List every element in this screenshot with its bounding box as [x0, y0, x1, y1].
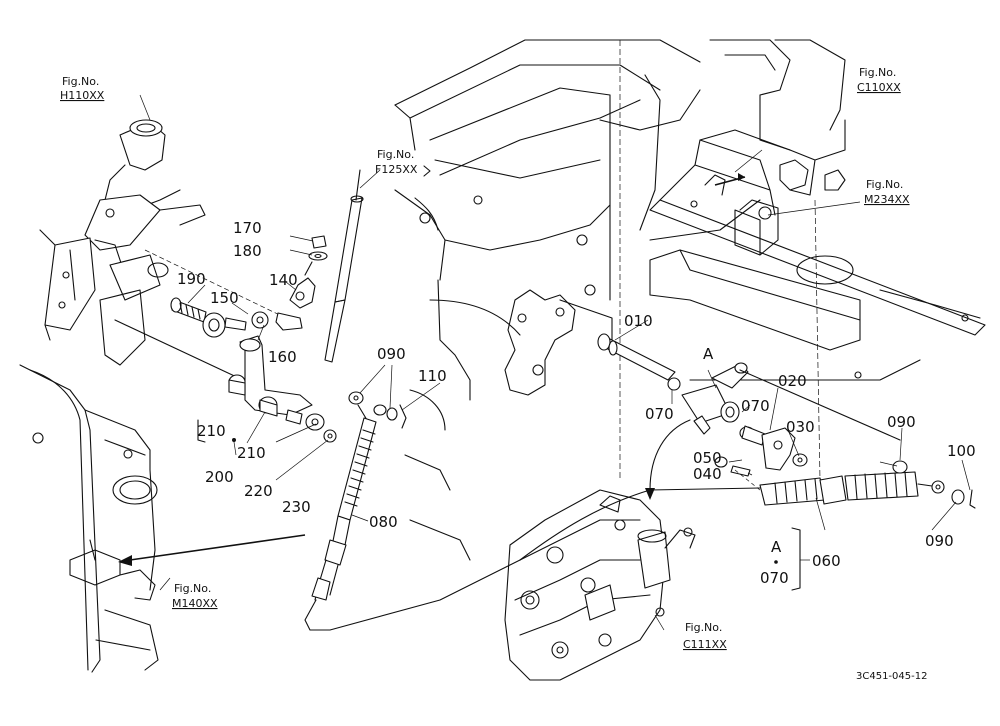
part-number-200: 200 — [205, 468, 234, 486]
part-number-070: 070 — [741, 397, 770, 415]
part-number-090: 090 — [887, 413, 916, 431]
part-number-030: 030 — [786, 418, 815, 436]
fig-ref-caption-f125xx: Fig.No. — [377, 148, 414, 161]
part-number-020: 020 — [778, 372, 807, 390]
part-number-080: 080 — [369, 513, 398, 531]
part-number-150: 150 — [210, 289, 239, 307]
fig-ref-f125xx-arrow — [423, 165, 431, 177]
leader-lines — [139, 94, 971, 631]
part-number-050: 050 — [693, 449, 722, 467]
left-frame — [19, 364, 306, 673]
fig-ref-h110xx[interactable]: H110XX — [60, 89, 105, 102]
legend-marker-a: A — [771, 538, 782, 556]
steering-lever — [39, 119, 291, 396]
part-number-100: 100 — [947, 442, 976, 460]
transmission-housing — [394, 39, 821, 561]
part-number-230: 230 — [282, 498, 311, 516]
fig-ref-caption-m234xx: Fig.No. — [866, 178, 903, 191]
part-number-140: 140 — [269, 271, 298, 289]
lever-assembly — [197, 335, 337, 443]
part-number-070: 070 — [645, 405, 674, 423]
part-number-180: 180 — [233, 242, 262, 260]
fig-ref-c110xx[interactable]: C110XX — [857, 81, 901, 94]
control-cable-right — [759, 460, 976, 509]
part-number-060: 060 — [812, 552, 841, 570]
mounting-bracket — [649, 39, 986, 381]
part-number-210: 210 — [197, 422, 226, 440]
control-cable-left — [304, 391, 761, 631]
legend-part-070: 070 — [760, 569, 789, 587]
part-number-160: 160 — [268, 348, 297, 366]
fig-ref-c111xx[interactable]: C111XX — [683, 638, 727, 651]
part-number-170: 170 — [233, 219, 262, 237]
fig-ref-caption-m140xx: Fig.No. — [174, 582, 211, 595]
part-number-090: 090 — [377, 345, 406, 363]
drawing-code: 3C451-045-12 — [856, 671, 927, 682]
shift-rod — [324, 169, 364, 363]
legend-dot — [774, 560, 778, 564]
hardware-set-upper — [170, 235, 328, 338]
shift-shaft — [504, 289, 901, 500]
fig-ref-m234xx[interactable]: M234XX — [864, 193, 910, 206]
fig-ref-caption-h110xx: Fig.No. — [62, 75, 99, 88]
part-number-040: 040 — [693, 465, 722, 483]
fig-ref-m140xx[interactable]: M140XX — [172, 597, 218, 610]
part-callouts: 010 020 030 040 050 060 070 070 080 090 … — [177, 219, 976, 587]
fig-ref-f125xx[interactable]: F125XX — [375, 163, 418, 176]
part-number-190: 190 — [177, 270, 206, 288]
view-marker-a: A — [703, 345, 714, 363]
fig-ref-caption-c110xx: Fig.No. — [859, 66, 896, 79]
part-number-090: 090 — [925, 532, 954, 550]
part-number-010: 010 — [624, 312, 653, 330]
part-number-110: 110 — [418, 367, 447, 385]
part-number-210: 210 — [237, 444, 266, 462]
fig-ref-caption-c111xx: Fig.No. — [685, 621, 722, 634]
control-valve — [504, 489, 696, 681]
part-number-220: 220 — [244, 482, 273, 500]
figure-references: Fig.No. H110XX Fig.No. F125XX Fig.No. C1… — [60, 66, 910, 651]
